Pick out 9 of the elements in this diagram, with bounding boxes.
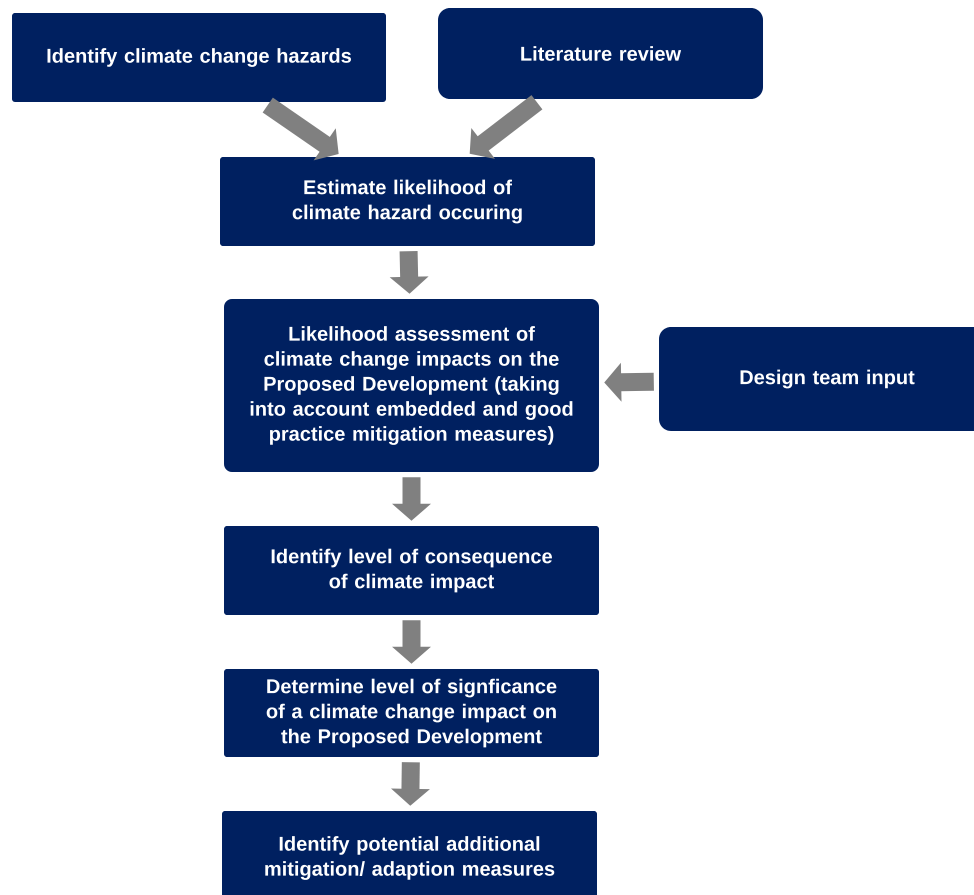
process-box: Identify climate change hazards [12, 13, 386, 102]
process-box: Estimate likelihood of climate hazard occuring [220, 157, 595, 246]
process-box: Identify level of consequence of climate impact [224, 526, 599, 615]
process-box: Literature review [438, 8, 763, 99]
process-box: Identify potential additional mitigation/ adaption measures [222, 811, 597, 895]
process-box: Likelihood assessment of climate change impacts on the Proposed Development (taking into account embedded and good practice mitigation measures) [224, 299, 599, 472]
block-arrow [470, 95, 542, 159]
process-box: Determine level of signficance of a climate change impact on the Proposed Development [224, 669, 599, 758]
process-box: Design team input [659, 327, 974, 431]
